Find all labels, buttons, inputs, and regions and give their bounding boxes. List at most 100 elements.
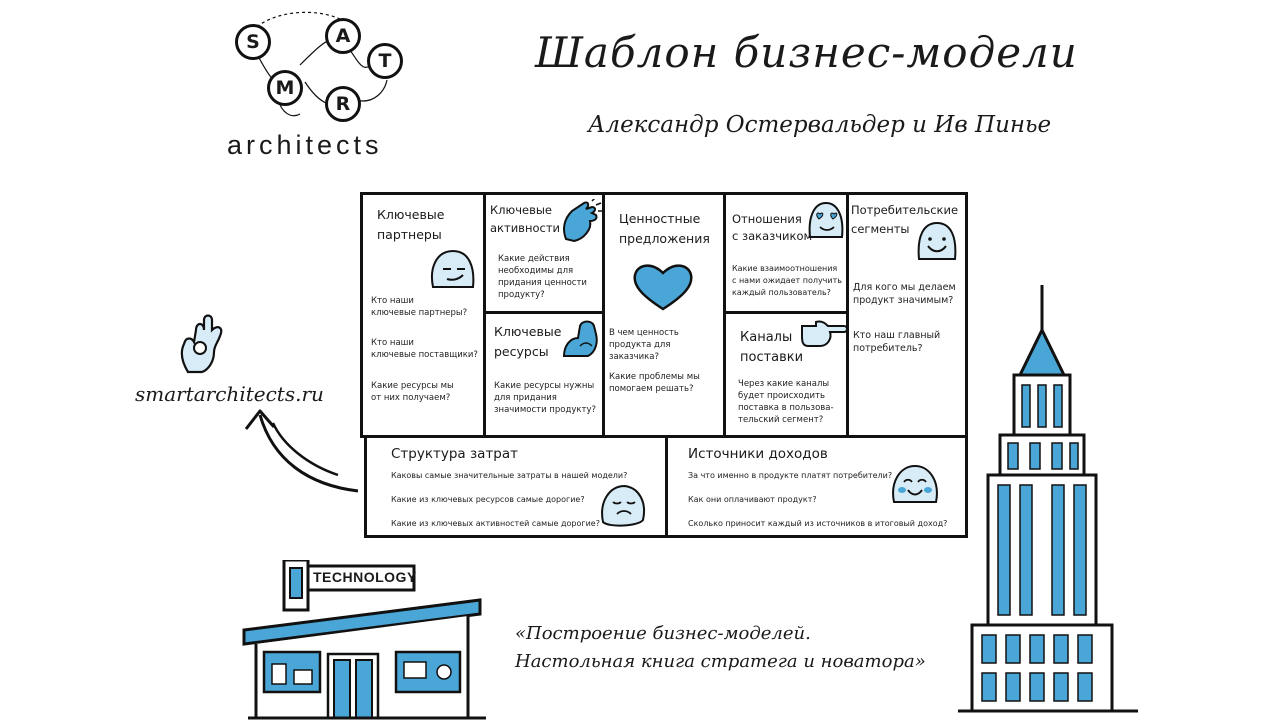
customer-relationships-q1-line3: каждый пользователь?: [732, 288, 831, 297]
customer-segments-title: Потребительские сегменты: [851, 201, 958, 239]
cost-structure-question-3: Какие из ключевых активностей самые доро…: [391, 519, 600, 528]
key-activities-q1-line2: необходимы для: [498, 266, 574, 276]
channels-title-line2: поставки: [740, 350, 804, 365]
key-partners-title-line2: партнеры: [377, 227, 442, 242]
logo-letter-r: R: [325, 86, 361, 122]
key-resources-title: Ключевые ресурсы: [494, 322, 561, 362]
value-propositions-q1-line2: продукта для заказчика?: [609, 340, 671, 362]
customer-relationships-q1-line2: с нами ожидает получить: [732, 276, 842, 285]
customer-segments-q2-line2: потребитель?: [853, 343, 923, 354]
key-resources-q1-line1: Какие ресурсы нужны: [494, 381, 595, 391]
key-partners-block: Ключевые партнеры Кто наши ключевые парт…: [360, 192, 486, 438]
key-activities-q1-line3: придания ценности: [498, 278, 587, 288]
key-resources-q1-line2: для придания: [494, 393, 557, 403]
cost-structure-question-1: Каковы самые значительные затраты в наше…: [391, 471, 628, 480]
store-sign-label: TECHNOLOGY: [313, 569, 417, 585]
key-partners-title-line1: Ключевые: [377, 207, 445, 222]
key-partners-q3-line1: Какие ресурсы мы: [371, 381, 454, 391]
sad-face-icon: [601, 484, 645, 527]
customer-segments-question-1: Для кого мы делаем продукт значимым?: [853, 281, 956, 307]
book-title-quote: «Построение бизнес-моделей. Настольная к…: [515, 620, 926, 676]
key-resources-q1-line3: значимости продукту?: [494, 405, 596, 415]
channels-title: Каналы поставки: [740, 328, 803, 368]
smirk-face-icon: [431, 249, 475, 288]
cost-structure-question-2: Какие из ключевых ресурсов самые дорогие…: [391, 495, 585, 504]
revenue-streams-question-2: Как они оплачивают продукт?: [688, 495, 817, 504]
cost-structure-block: Структура затрат Каковы самые значительн…: [364, 435, 668, 538]
channels-q1-line1: Через какие каналы: [738, 379, 830, 389]
customer-relationships-block: Отношения с заказчиком Какие взаимоотнош…: [723, 192, 849, 314]
blushing-face-icon: [892, 464, 938, 503]
value-propositions-title-line1: Ценностные: [619, 211, 701, 226]
customer-segments-title-line2: сегменты: [851, 222, 910, 236]
revenue-streams-block: Источники доходов За что именно в продук…: [665, 435, 968, 538]
key-activities-q1-line1: Какие действия: [498, 254, 570, 264]
key-partners-question-3: Какие ресурсы мы от них получаем?: [371, 380, 454, 404]
revenue-streams-question-1: За что именно в продукте платят потребит…: [688, 471, 893, 480]
heart-eyes-face-icon: [808, 201, 844, 238]
ok-hand-icon: [180, 314, 223, 374]
book-title-line1: «Построение бизнес-моделей.: [515, 623, 811, 644]
logo-wordmark: architects: [227, 130, 383, 160]
value-propositions-question-2: Какие проблемы мы помогаем решать?: [609, 371, 700, 395]
skyscraper-illustration: [958, 285, 1138, 713]
channels-q1-line3: поставка в пользова-: [738, 403, 834, 413]
customer-segments-q2-line1: Кто наш главный: [853, 330, 941, 341]
key-resources-title-line1: Ключевые: [494, 324, 562, 339]
logo-letter-m: M: [267, 70, 303, 106]
clapping-hands-icon: [563, 199, 602, 243]
logo-letter-t: T: [367, 43, 403, 79]
customer-segments-q1-line1: Для кого мы делаем: [853, 282, 956, 293]
key-partners-q1-line2: ключевые партнеры?: [371, 308, 468, 318]
key-activities-question-1: Какие действия необходимы для придания ц…: [498, 253, 587, 301]
customer-relationships-title-line2: с заказчиком: [732, 229, 813, 243]
key-resources-title-line2: ресурсы: [494, 344, 549, 359]
customer-segments-question-2: Кто наш главный потребитель?: [853, 329, 940, 355]
channels-q1-line4: тельский сегмент?: [738, 415, 824, 425]
key-partners-question-2: Кто наши ключевые поставщики?: [371, 337, 478, 361]
website-link[interactable]: smartarchitects.ru: [135, 382, 324, 406]
value-propositions-q2-line1: Какие проблемы мы: [609, 372, 700, 382]
book-title-line2: Настольная книга стратега и новатора»: [515, 651, 926, 672]
key-partners-question-1: Кто наши ключевые партнеры?: [371, 295, 467, 319]
customer-segments-q1-line2: продукт значимым?: [853, 295, 954, 306]
business-model-canvas: Ключевые партнеры Кто наши ключевые парт…: [360, 190, 970, 540]
heart-icon: [633, 264, 693, 311]
customer-relationships-title: Отношения с заказчиком: [732, 211, 812, 245]
key-partners-q1-line1: Кто наши: [371, 296, 414, 306]
customer-segments-title-line1: Потребительские: [851, 203, 959, 217]
revenue-streams-title: Источники доходов: [688, 446, 828, 462]
value-propositions-question-1: В чем ценность продукта для заказчика?: [609, 327, 723, 363]
value-propositions-block: Ценностные предложения В чем ценность пр…: [602, 192, 726, 438]
channels-q1-line2: будет происходить: [738, 391, 825, 401]
smiley-face-icon: [917, 221, 957, 260]
customer-segments-block: Потребительские сегменты Для кого мы дел…: [846, 192, 968, 438]
key-activities-title-line2: активности: [490, 221, 560, 235]
value-propositions-title-line2: предложения: [619, 231, 710, 246]
logo-letter-s: S: [235, 24, 271, 60]
channels-title-line1: Каналы: [740, 330, 793, 345]
logo: S A T M R architects: [225, 10, 425, 160]
authors-subtitle: Александр Остервальдер и Ив Пинье: [588, 112, 1052, 138]
key-resources-block: Ключевые ресурсы Какие ресурсы нужны для…: [483, 311, 605, 438]
customer-relationships-question-1: Какие взаимоотношения с нами ожидает пол…: [732, 263, 842, 299]
key-activities-block: Ключевые активности Какие действия необх…: [483, 192, 605, 314]
curved-arrow-icon: [244, 409, 359, 493]
key-activities-title-line1: Ключевые: [490, 203, 552, 217]
key-partners-title: Ключевые партнеры: [377, 205, 444, 245]
pointing-hand-icon: [801, 320, 848, 347]
cost-structure-title: Структура затрат: [391, 446, 519, 462]
key-activities-title: Ключевые активности: [490, 201, 560, 237]
value-propositions-title: Ценностные предложения: [619, 209, 710, 249]
revenue-streams-question-3: Сколько приносит каждый из источников в …: [688, 519, 948, 528]
technology-store-illustration: [242, 560, 486, 720]
customer-relationships-q1-line1: Какие взаимоотношения: [732, 264, 838, 273]
customer-relationships-title-line1: Отношения: [732, 212, 802, 226]
page-title: Шаблон бизнес-модели: [535, 28, 1078, 77]
value-propositions-q1-line1: В чем ценность: [609, 328, 679, 338]
flexed-biceps-icon: [562, 320, 598, 357]
value-propositions-q2-line2: помогаем решать?: [609, 384, 694, 394]
key-partners-q2-line1: Кто наши: [371, 338, 414, 348]
key-activities-q1-line4: продукту?: [498, 290, 545, 300]
key-partners-q2-line2: ключевые поставщики?: [371, 350, 478, 360]
